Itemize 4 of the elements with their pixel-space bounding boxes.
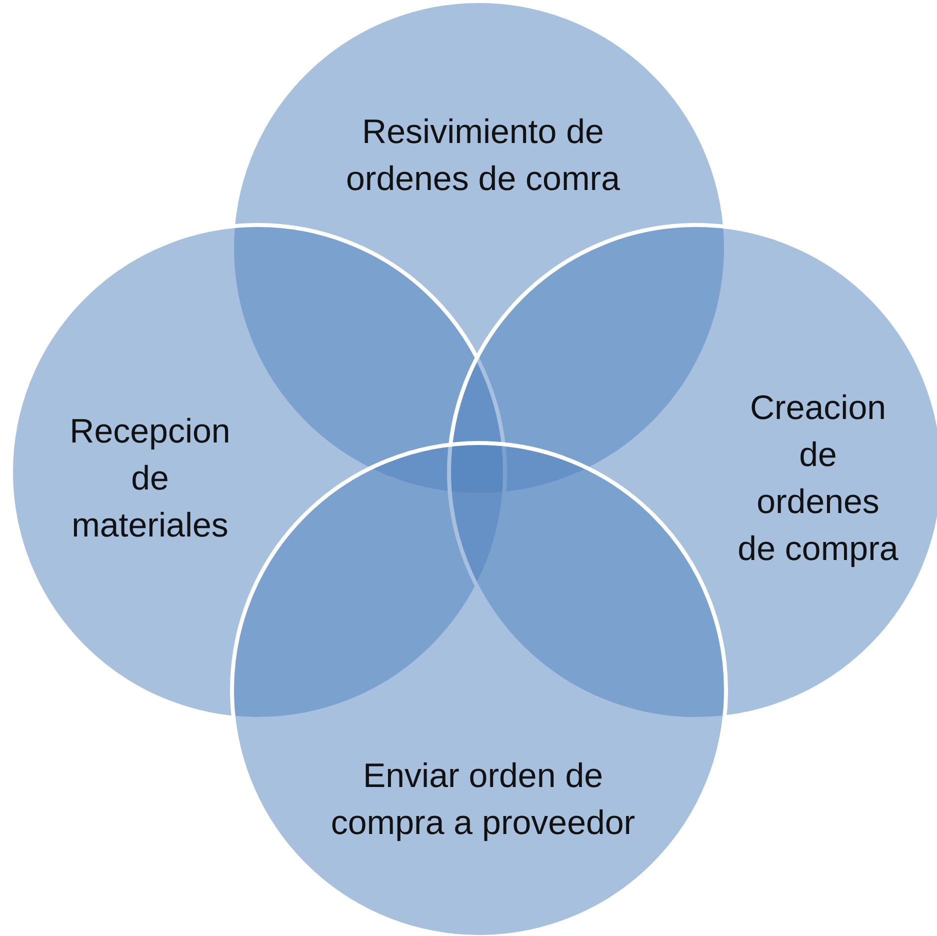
circle-label: Enviar orden de compra a proveedor	[330, 756, 636, 844]
circle-label: Resivimiento de ordenes de comra	[344, 112, 622, 200]
circle-label: Creacion de ordenes de compra	[736, 388, 900, 570]
circle-label: Recepcion de materiales	[68, 412, 232, 546]
